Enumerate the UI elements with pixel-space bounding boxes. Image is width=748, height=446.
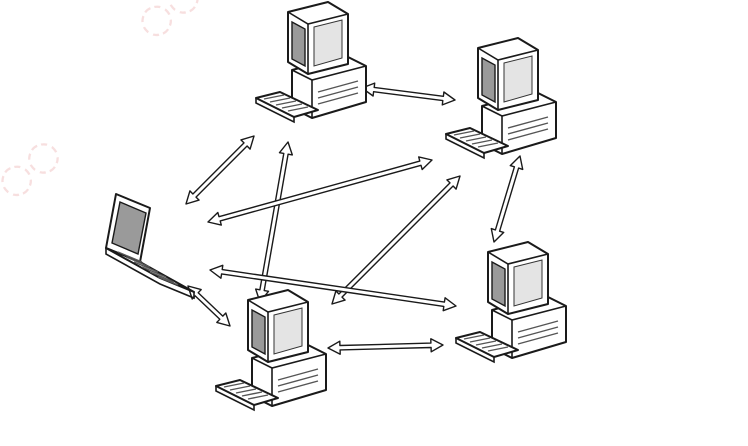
- link-arrow-pc-top-left-to-pc-top-right: [361, 82, 456, 106]
- svg-text:◌◌: ◌◌: [127, 0, 210, 48]
- pc-top-right: [445, 37, 557, 159]
- pc-top-left: [255, 1, 367, 123]
- link-arrow-pc-bottom-left-to-pc-bottom-right: [327, 338, 444, 355]
- link-arrow-pc-top-right-to-pc-bottom-right: [490, 155, 524, 243]
- link-arrow-pc-top-right-to-pc-bottom-left: [331, 175, 461, 305]
- pc-bottom-left: [215, 289, 327, 411]
- watermark: ◌◌ ◌◌: [0, 0, 210, 208]
- laptop-left: [105, 193, 195, 299]
- link-arrows: [185, 82, 524, 355]
- link-arrow-pc-top-right-to-laptop-left: [207, 156, 433, 226]
- pc-bottom-right: [455, 241, 567, 363]
- link-arrow-laptop-left-to-pc-bottom-right: [209, 264, 457, 312]
- svg-text:◌◌: ◌◌: [0, 128, 70, 208]
- link-arrow-pc-top-left-to-laptop-left: [185, 135, 255, 205]
